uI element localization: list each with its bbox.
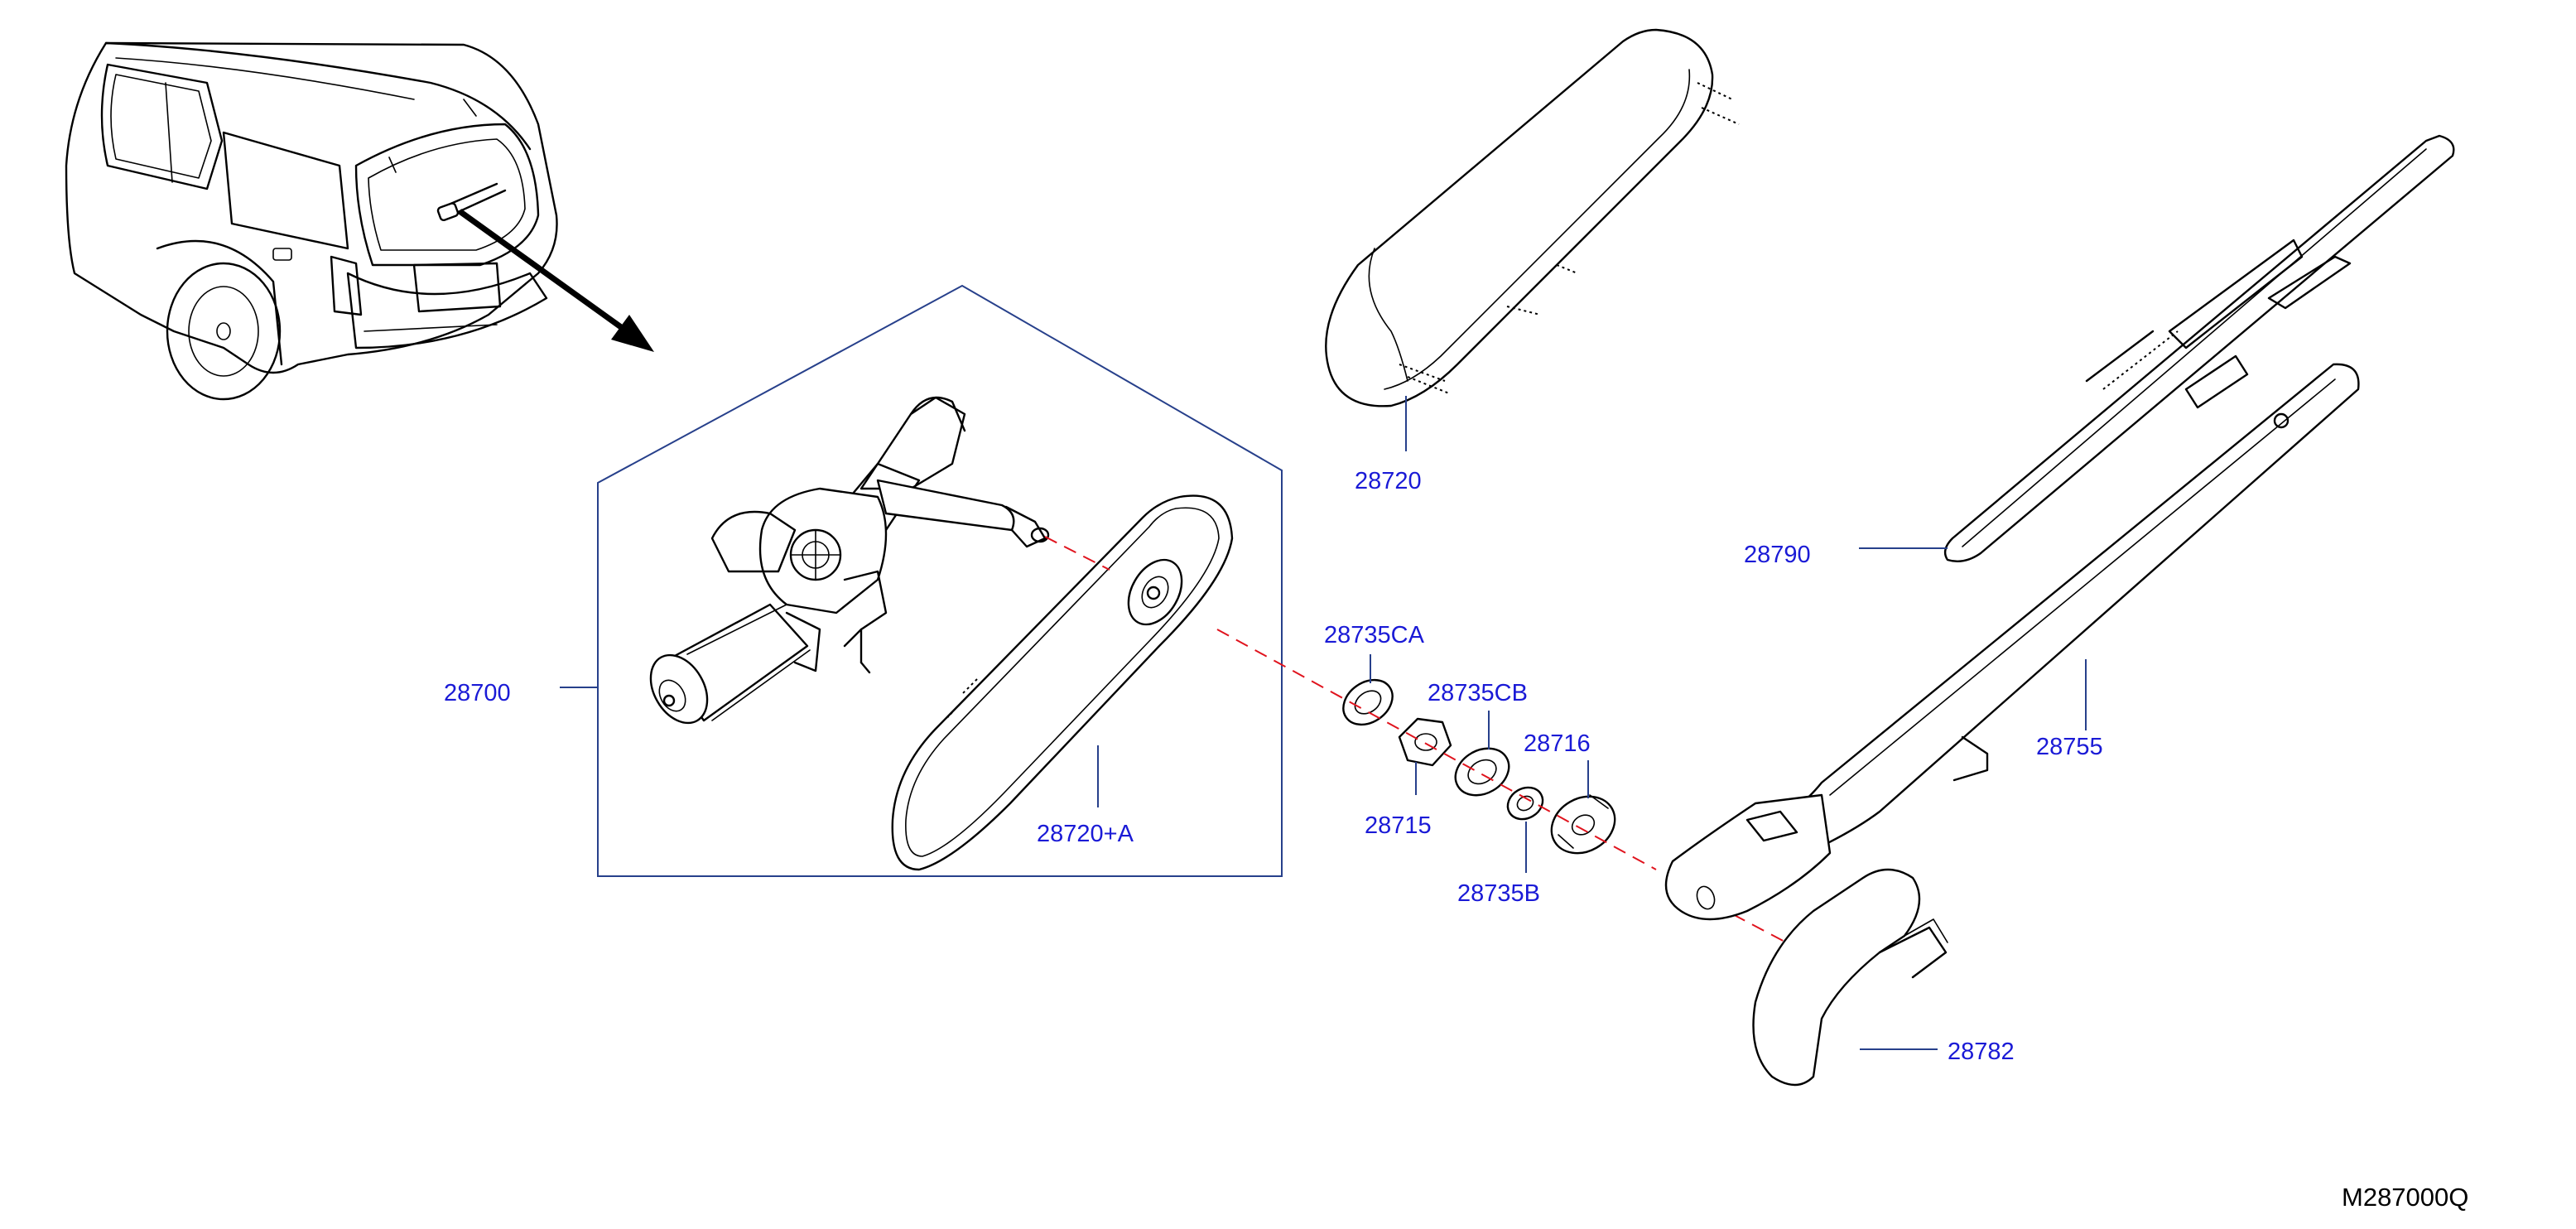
callout-28700: 28700 xyxy=(444,680,511,706)
motor-assembly-group-frame xyxy=(597,284,1283,877)
assembly-center-axis xyxy=(1044,536,1806,953)
leader-lines xyxy=(560,396,2087,1050)
washer-28735cb xyxy=(1454,747,1510,797)
wiper-arm-illustration xyxy=(1664,354,2360,921)
callout-28755: 28755 xyxy=(2036,734,2103,760)
callout-28715: 28715 xyxy=(1365,812,1432,839)
callout-28716: 28716 xyxy=(1524,730,1591,757)
wiper-blade-illustration xyxy=(1943,134,2455,562)
wiper-motor-illustration xyxy=(649,396,1050,725)
nut-28715 xyxy=(1398,717,1452,767)
callout-28735ca: 28735CA xyxy=(1324,622,1425,648)
callout-28735cb: 28735CB xyxy=(1428,680,1528,706)
callout-28790: 28790 xyxy=(1744,542,1811,568)
callout-28735b: 28735B xyxy=(1457,880,1540,907)
callout-28782: 28782 xyxy=(1948,1039,2015,1065)
seal-28720a-illustration xyxy=(891,494,1234,871)
seal-28720-illustration xyxy=(1325,28,1740,407)
cap-28782-illustration xyxy=(1752,868,1948,1087)
diagram-code: M287000Q xyxy=(2342,1183,2468,1212)
callout-28720: 28720 xyxy=(1355,468,1422,494)
vehicle-rear-illustration xyxy=(65,41,654,401)
callout-28720a: 28720+A xyxy=(1037,821,1134,847)
washer-28735b xyxy=(1506,786,1544,821)
nut-28716 xyxy=(1550,794,1616,855)
